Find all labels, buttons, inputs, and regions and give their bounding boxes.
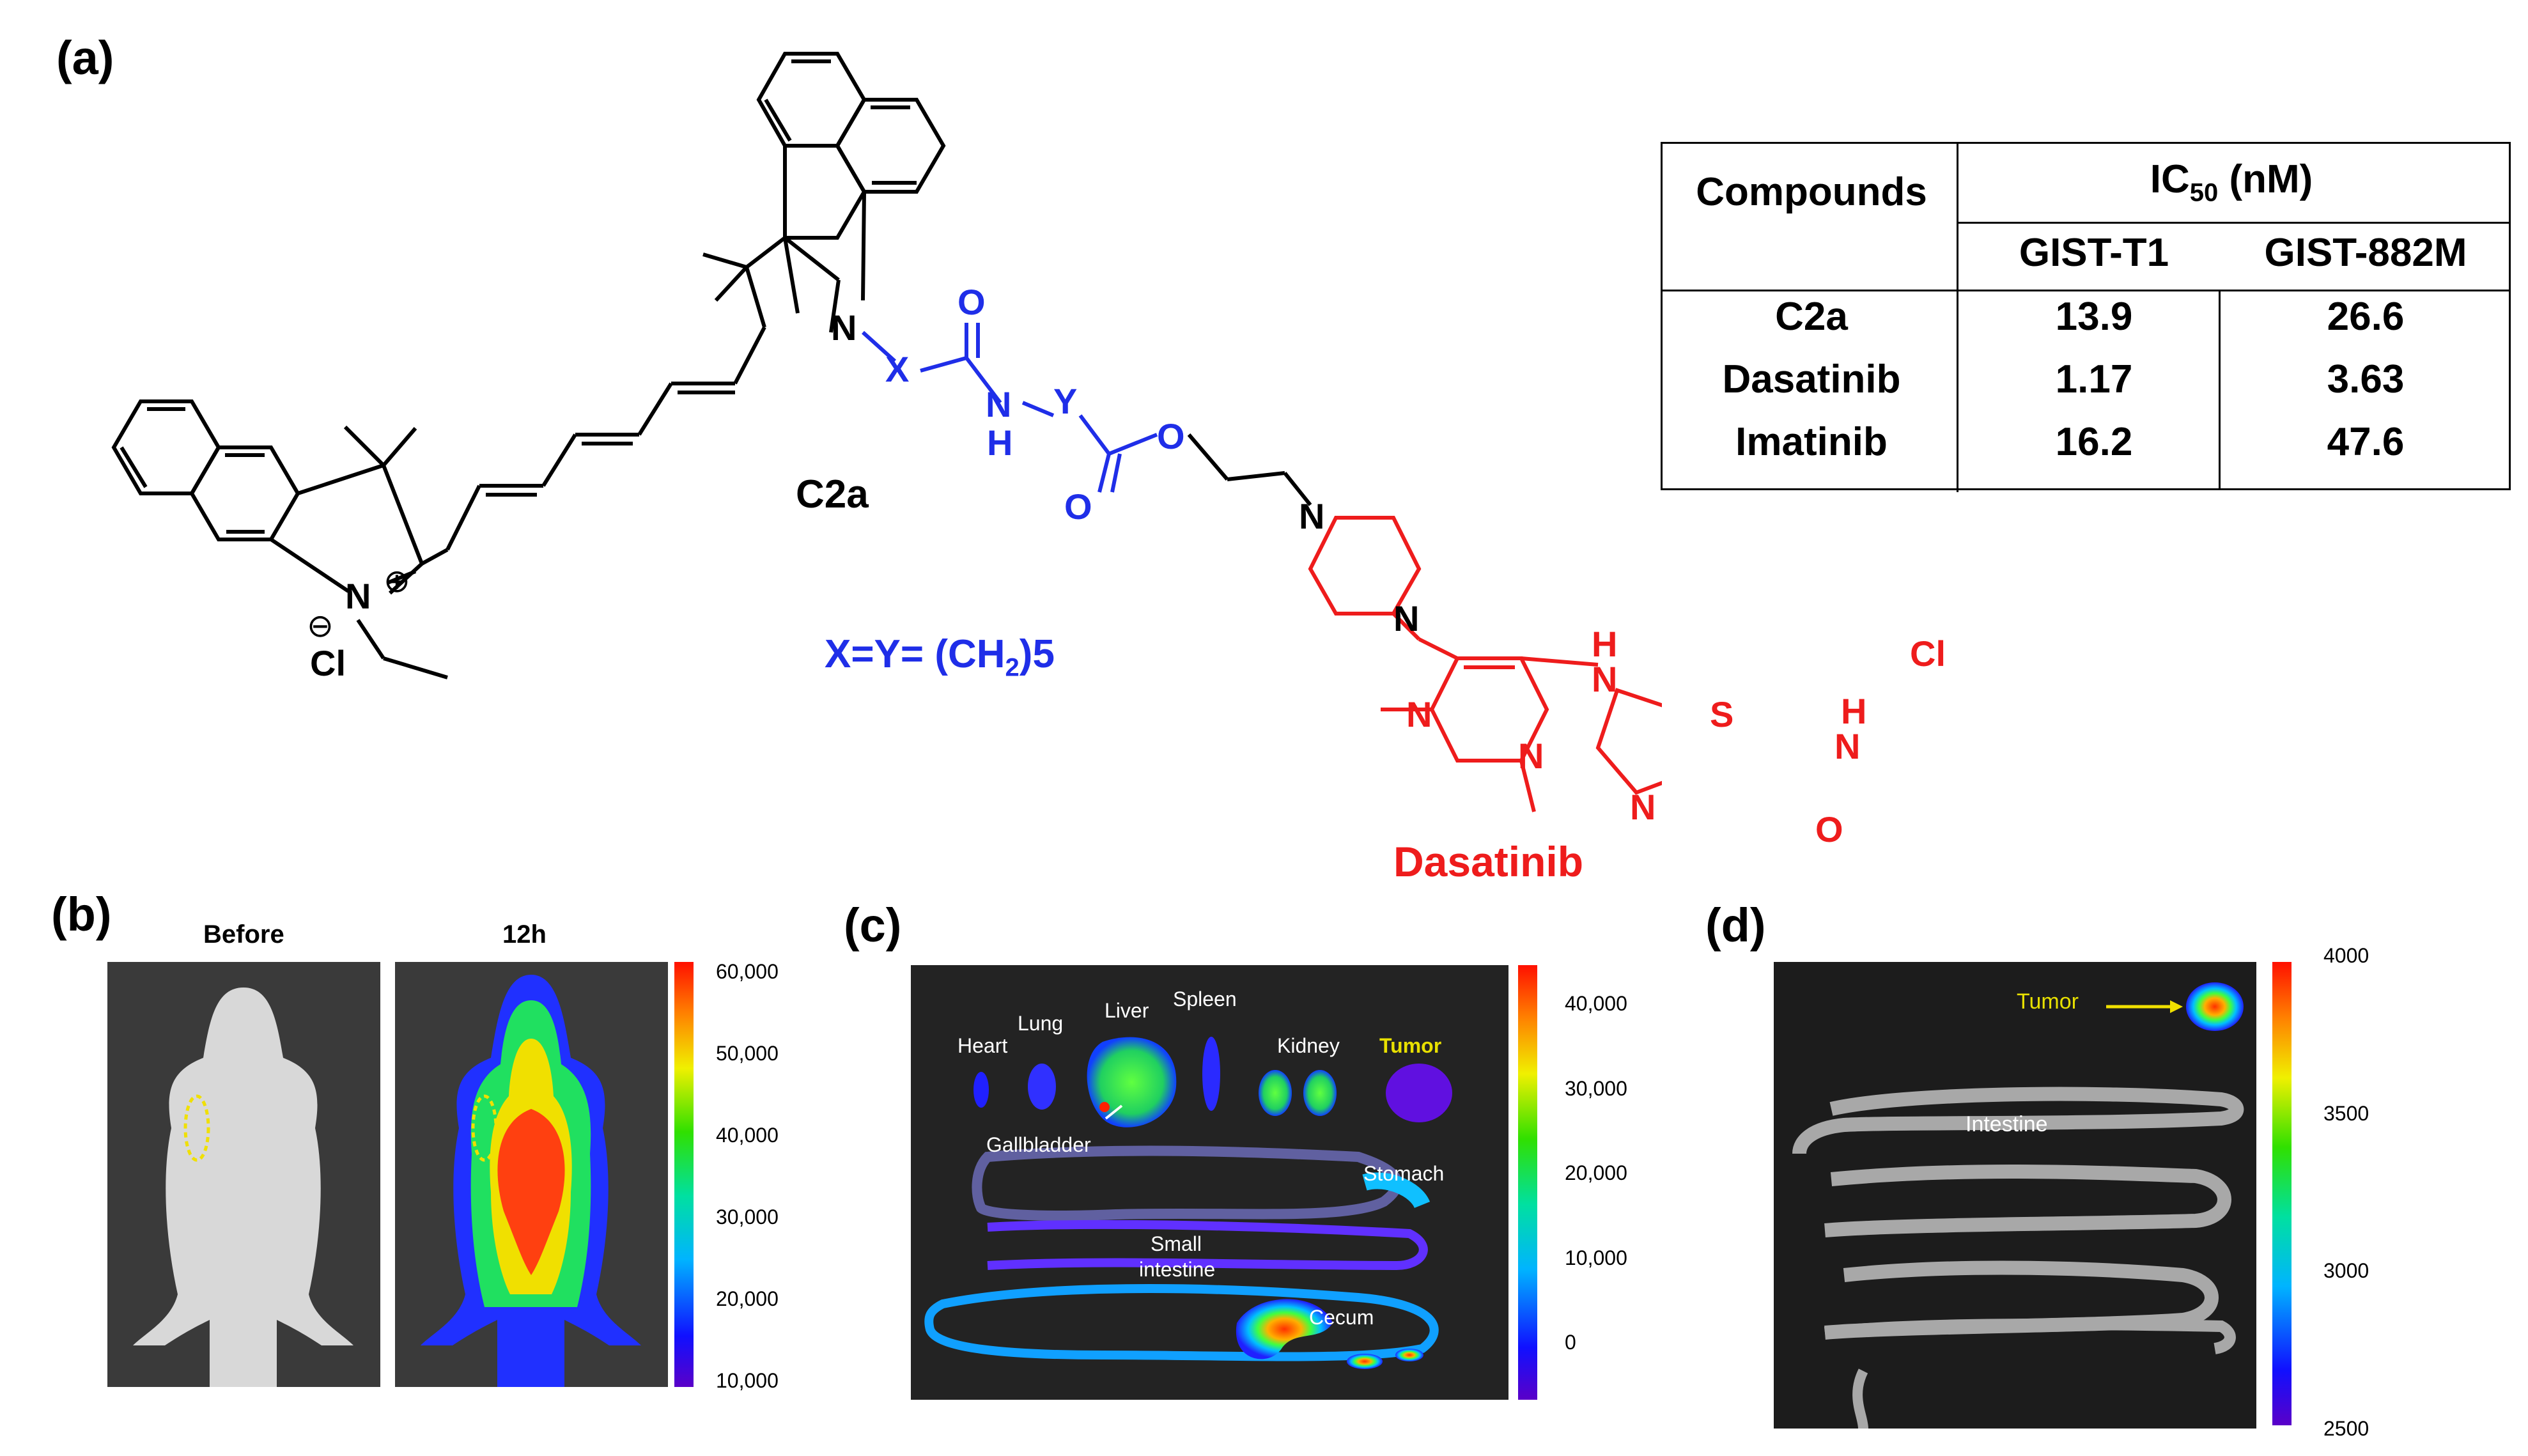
table-cell-gist-t1: 16.2 xyxy=(2055,420,2133,464)
panel-c-label: (c) xyxy=(844,899,902,952)
colorbar-c-tick: 0 xyxy=(1565,1331,1576,1354)
atom-cl-aryl: Cl xyxy=(1910,633,1946,674)
atom-n-pyr-1: N xyxy=(1406,694,1432,734)
colorbar-b-tick: 60,000 xyxy=(716,960,779,983)
atom-n-anilide: N xyxy=(1834,726,1861,766)
table-cell-compound: C2a xyxy=(1775,295,1848,339)
col-divider-2 xyxy=(2219,290,2221,490)
colorbar-c-tick: 20,000 xyxy=(1565,1161,1627,1184)
colorbar-d-tick: 4000 xyxy=(2323,944,2369,967)
header-gist-882m: GIST-882M xyxy=(2264,231,2467,275)
chloride-counterion: Cl xyxy=(310,643,346,683)
colorbar-c-tick: 30,000 xyxy=(1565,1076,1627,1100)
panel-c-colorbar xyxy=(1518,965,1537,1400)
atom-h-amide: H xyxy=(987,422,1013,463)
mouse-before-image xyxy=(107,962,380,1387)
label-small-intestine-2: intestine xyxy=(1139,1258,1216,1281)
organ-label-lung: Lung xyxy=(1018,1012,1064,1035)
atom-o-amide: O xyxy=(1815,809,1843,849)
panel-b-title-before: Before xyxy=(203,920,284,949)
organ-image xyxy=(911,965,1508,1400)
minus-charge: ⊖ xyxy=(307,608,334,644)
colorbar-b-tick: 20,000 xyxy=(716,1287,779,1310)
atom-n-pip-2: N xyxy=(1393,598,1420,639)
atom-n-pyr-2: N xyxy=(1518,736,1544,776)
atom-n-amine: N xyxy=(1592,659,1618,699)
plus-charge: ⊕ xyxy=(384,563,410,599)
header-gist-t1: GIST-T1 xyxy=(2019,231,2169,275)
table-cell-compound: Imatinib xyxy=(1735,420,1888,464)
label-tumor-d: Tumor xyxy=(2017,989,2079,1014)
atom-o-ester-carbonyl: O xyxy=(1064,486,1092,527)
col-divider-1 xyxy=(1957,144,1958,492)
colorbar-c-tick: 40,000 xyxy=(1565,992,1627,1015)
colorbar-d-tick: 3000 xyxy=(2323,1259,2369,1283)
organ-label-heart: Heart xyxy=(958,1034,1008,1057)
table-cell-gist-882m: 3.63 xyxy=(2327,357,2405,401)
organ-label-kidney: Kidney xyxy=(1277,1034,1340,1057)
atom-n-upper: N xyxy=(831,307,857,348)
label-cecum: Cecum xyxy=(1309,1306,1374,1329)
colorbar-d-tick: 3500 xyxy=(2323,1101,2369,1125)
panel-d-label: (d) xyxy=(1705,899,1766,952)
atom-s-thiazole: S xyxy=(1710,694,1734,734)
panel-a-label: (a) xyxy=(56,31,114,84)
chemical-structure xyxy=(111,52,1662,812)
organ-label-tumor: Tumor xyxy=(1379,1034,1442,1057)
linker-formula: X=Y= (CH2)5 xyxy=(825,632,1055,682)
table-cell-gist-882m: 26.6 xyxy=(2327,295,2405,339)
atom-o-carbonyl: O xyxy=(958,282,986,322)
atom-n-amide: N xyxy=(986,384,1012,424)
table-cell-gist-t1: 1.17 xyxy=(2055,357,2133,401)
colorbar-b-tick: 30,000 xyxy=(716,1205,779,1228)
label-gallbladder: Gallbladder xyxy=(986,1133,1091,1156)
table-cell-compound: Dasatinib xyxy=(1722,357,1901,401)
atom-n-thiazole: N xyxy=(1630,787,1656,827)
intestine-image xyxy=(1774,962,2256,1429)
label-intestine-d: Intestine xyxy=(1966,1112,2048,1136)
organ-label-spleen: Spleen xyxy=(1173,987,1237,1011)
colorbar-b-tick: 50,000 xyxy=(716,1042,779,1065)
colorbar-c-tick: 10,000 xyxy=(1565,1246,1627,1269)
drug-name-dasatinib: Dasatinib xyxy=(1393,838,1584,885)
colorbar-d-tick: 2500 xyxy=(2323,1417,2369,1440)
atom-h-anilide: H xyxy=(1841,691,1867,731)
panel-b-label: (b) xyxy=(51,888,112,941)
panel-b-colorbar xyxy=(674,962,694,1387)
header-divider xyxy=(1958,222,2511,224)
label-stomach: Stomach xyxy=(1363,1162,1445,1185)
header-compounds: Compounds xyxy=(1696,170,1927,214)
atom-x: X xyxy=(885,349,910,389)
atom-h-amine: H xyxy=(1592,624,1618,664)
table-cell-gist-t1: 13.9 xyxy=(2055,295,2133,339)
atom-n-lower: N xyxy=(345,576,371,616)
header-ic50: IC50 (nM) xyxy=(2150,157,2313,207)
mouse-12h-image xyxy=(395,962,668,1387)
table-cell-gist-882m: 47.6 xyxy=(2327,420,2405,464)
atom-o-ester: O xyxy=(1157,416,1185,456)
organ-label-liver: Liver xyxy=(1105,999,1149,1022)
panel-b-title-12h: 12h xyxy=(502,920,547,949)
label-small-intestine-1: Small xyxy=(1151,1232,1202,1255)
atom-n-pip-1: N xyxy=(1299,496,1325,536)
colorbar-b-tick: 10,000 xyxy=(716,1369,779,1392)
atom-y: Y xyxy=(1053,381,1078,421)
colorbar-b-tick: 40,000 xyxy=(716,1124,779,1147)
compound-name-c2a: C2a xyxy=(796,472,869,516)
body-divider xyxy=(1663,290,2511,291)
ic50-table: Compounds IC50 (nM) GIST-T1 GIST-882M C2… xyxy=(1661,142,2511,492)
panel-d-colorbar xyxy=(2272,962,2291,1425)
